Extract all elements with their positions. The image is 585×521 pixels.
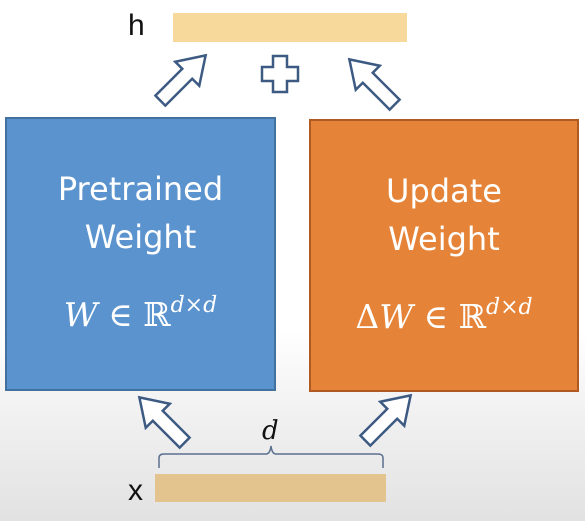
dimension-brace bbox=[158, 445, 384, 468]
input-vector-x bbox=[155, 474, 386, 502]
update-weight-title: Update Weight bbox=[386, 172, 502, 258]
update-weight-exponent: d×d bbox=[486, 295, 533, 320]
arrow-pretrained-to-output-icon bbox=[153, 53, 208, 108]
update-weight-symbol: W bbox=[379, 297, 414, 336]
pretrained-weight-symbol: W bbox=[63, 295, 98, 334]
output-vector-h bbox=[173, 13, 407, 42]
update-weight-box: Update Weight ΔW ∈ ℝd×d bbox=[309, 119, 579, 392]
pretrained-weight-title: Pretrained Weight bbox=[57, 170, 224, 256]
pretrained-weight-member: ∈ bbox=[108, 295, 133, 334]
update-weight-delta: Δ bbox=[355, 297, 380, 336]
update-weight-space: ℝ bbox=[458, 297, 487, 336]
arrow-update-to-output-icon bbox=[347, 57, 402, 112]
pretrained-weight-space: ℝ bbox=[143, 295, 171, 334]
update-weight-member: ∈ bbox=[423, 297, 449, 336]
pretrained-weight-box: Pretrained Weight W ∈ ℝd×d bbox=[5, 117, 276, 391]
update-weight-formula: ΔW ∈ ℝd×d bbox=[311, 295, 577, 337]
dimension-label-d: d bbox=[262, 416, 279, 446]
arrow-input-to-pretrained-icon bbox=[137, 395, 192, 450]
arrow-input-to-update-icon bbox=[358, 393, 413, 448]
output-label-h: h bbox=[128, 9, 145, 42]
input-label-x: x bbox=[128, 474, 143, 507]
pretrained-weight-exponent: d×d bbox=[170, 293, 218, 318]
pretrained-weight-formula: W ∈ ℝd×d bbox=[7, 293, 274, 335]
plus-icon bbox=[260, 54, 300, 94]
